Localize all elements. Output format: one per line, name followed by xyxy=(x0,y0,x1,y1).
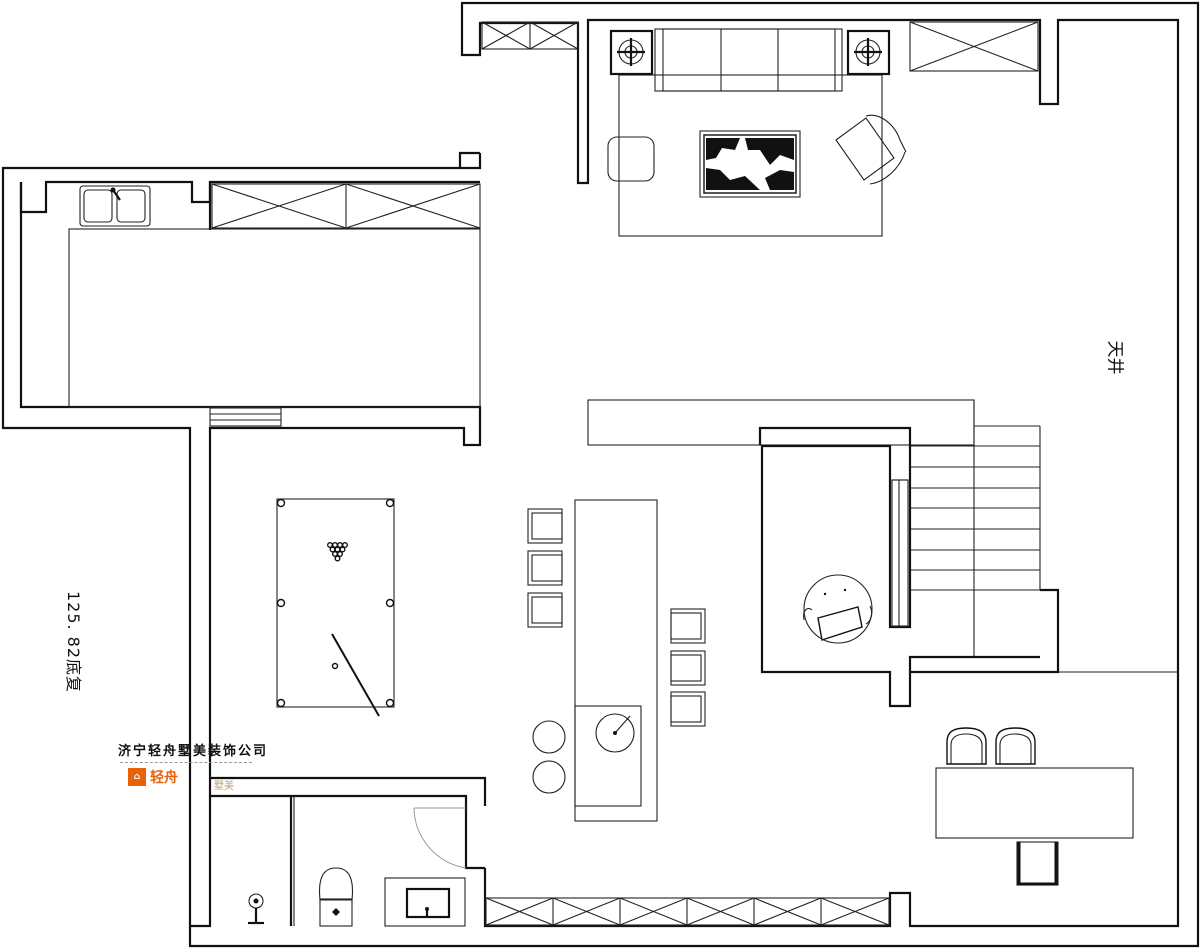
house-logo-icon: ⌂ xyxy=(128,768,146,786)
armchair-left xyxy=(607,136,655,182)
bar-counter xyxy=(574,499,658,822)
armchair-right xyxy=(835,114,907,185)
brand-sub: 墅美 xyxy=(214,781,234,792)
desk-chair-top-left xyxy=(946,727,987,765)
billiard-balls-icon xyxy=(327,542,349,562)
desk-chair-top-right xyxy=(995,727,1036,765)
top-right-cabinet xyxy=(909,21,1039,72)
bathroom-door-swing xyxy=(413,807,467,869)
coffee-table xyxy=(699,130,801,198)
lounge-chair xyxy=(803,574,873,644)
desk-chair-bottom xyxy=(1016,841,1059,886)
billiard-table xyxy=(276,498,395,717)
toilet-icon xyxy=(318,867,354,927)
courtyard-label: 天井 xyxy=(1104,340,1125,375)
top-left-cabinet xyxy=(481,21,579,50)
area-label: 125. 82底复 xyxy=(64,590,84,694)
bar-stools-right xyxy=(670,608,706,727)
side-table-lamp-left-icon xyxy=(609,29,654,76)
sofa xyxy=(654,28,843,92)
living-room-rug xyxy=(618,74,883,237)
side-table-lamp-right-icon xyxy=(846,29,891,76)
doorway-steps xyxy=(209,407,282,427)
bottom-cabinet xyxy=(485,897,890,926)
brand-name: 轻舟 xyxy=(150,770,178,786)
company-name: 济宁轻舟墅美装饰公司 xyxy=(118,744,269,759)
logo-divider xyxy=(120,762,252,763)
stair-landing-ledge xyxy=(587,399,975,446)
under-stair-room-walls xyxy=(758,426,1178,708)
bathroom-walls xyxy=(210,776,487,926)
cue-stick xyxy=(331,633,380,717)
desk xyxy=(935,767,1134,839)
shower-head-icon xyxy=(248,893,264,925)
kitchen-sink-icon xyxy=(79,185,151,227)
bathroom-sink-icon xyxy=(384,877,466,927)
kitchen-counter xyxy=(211,183,481,229)
bar-stools-left xyxy=(527,508,566,794)
staircase xyxy=(910,400,1060,674)
